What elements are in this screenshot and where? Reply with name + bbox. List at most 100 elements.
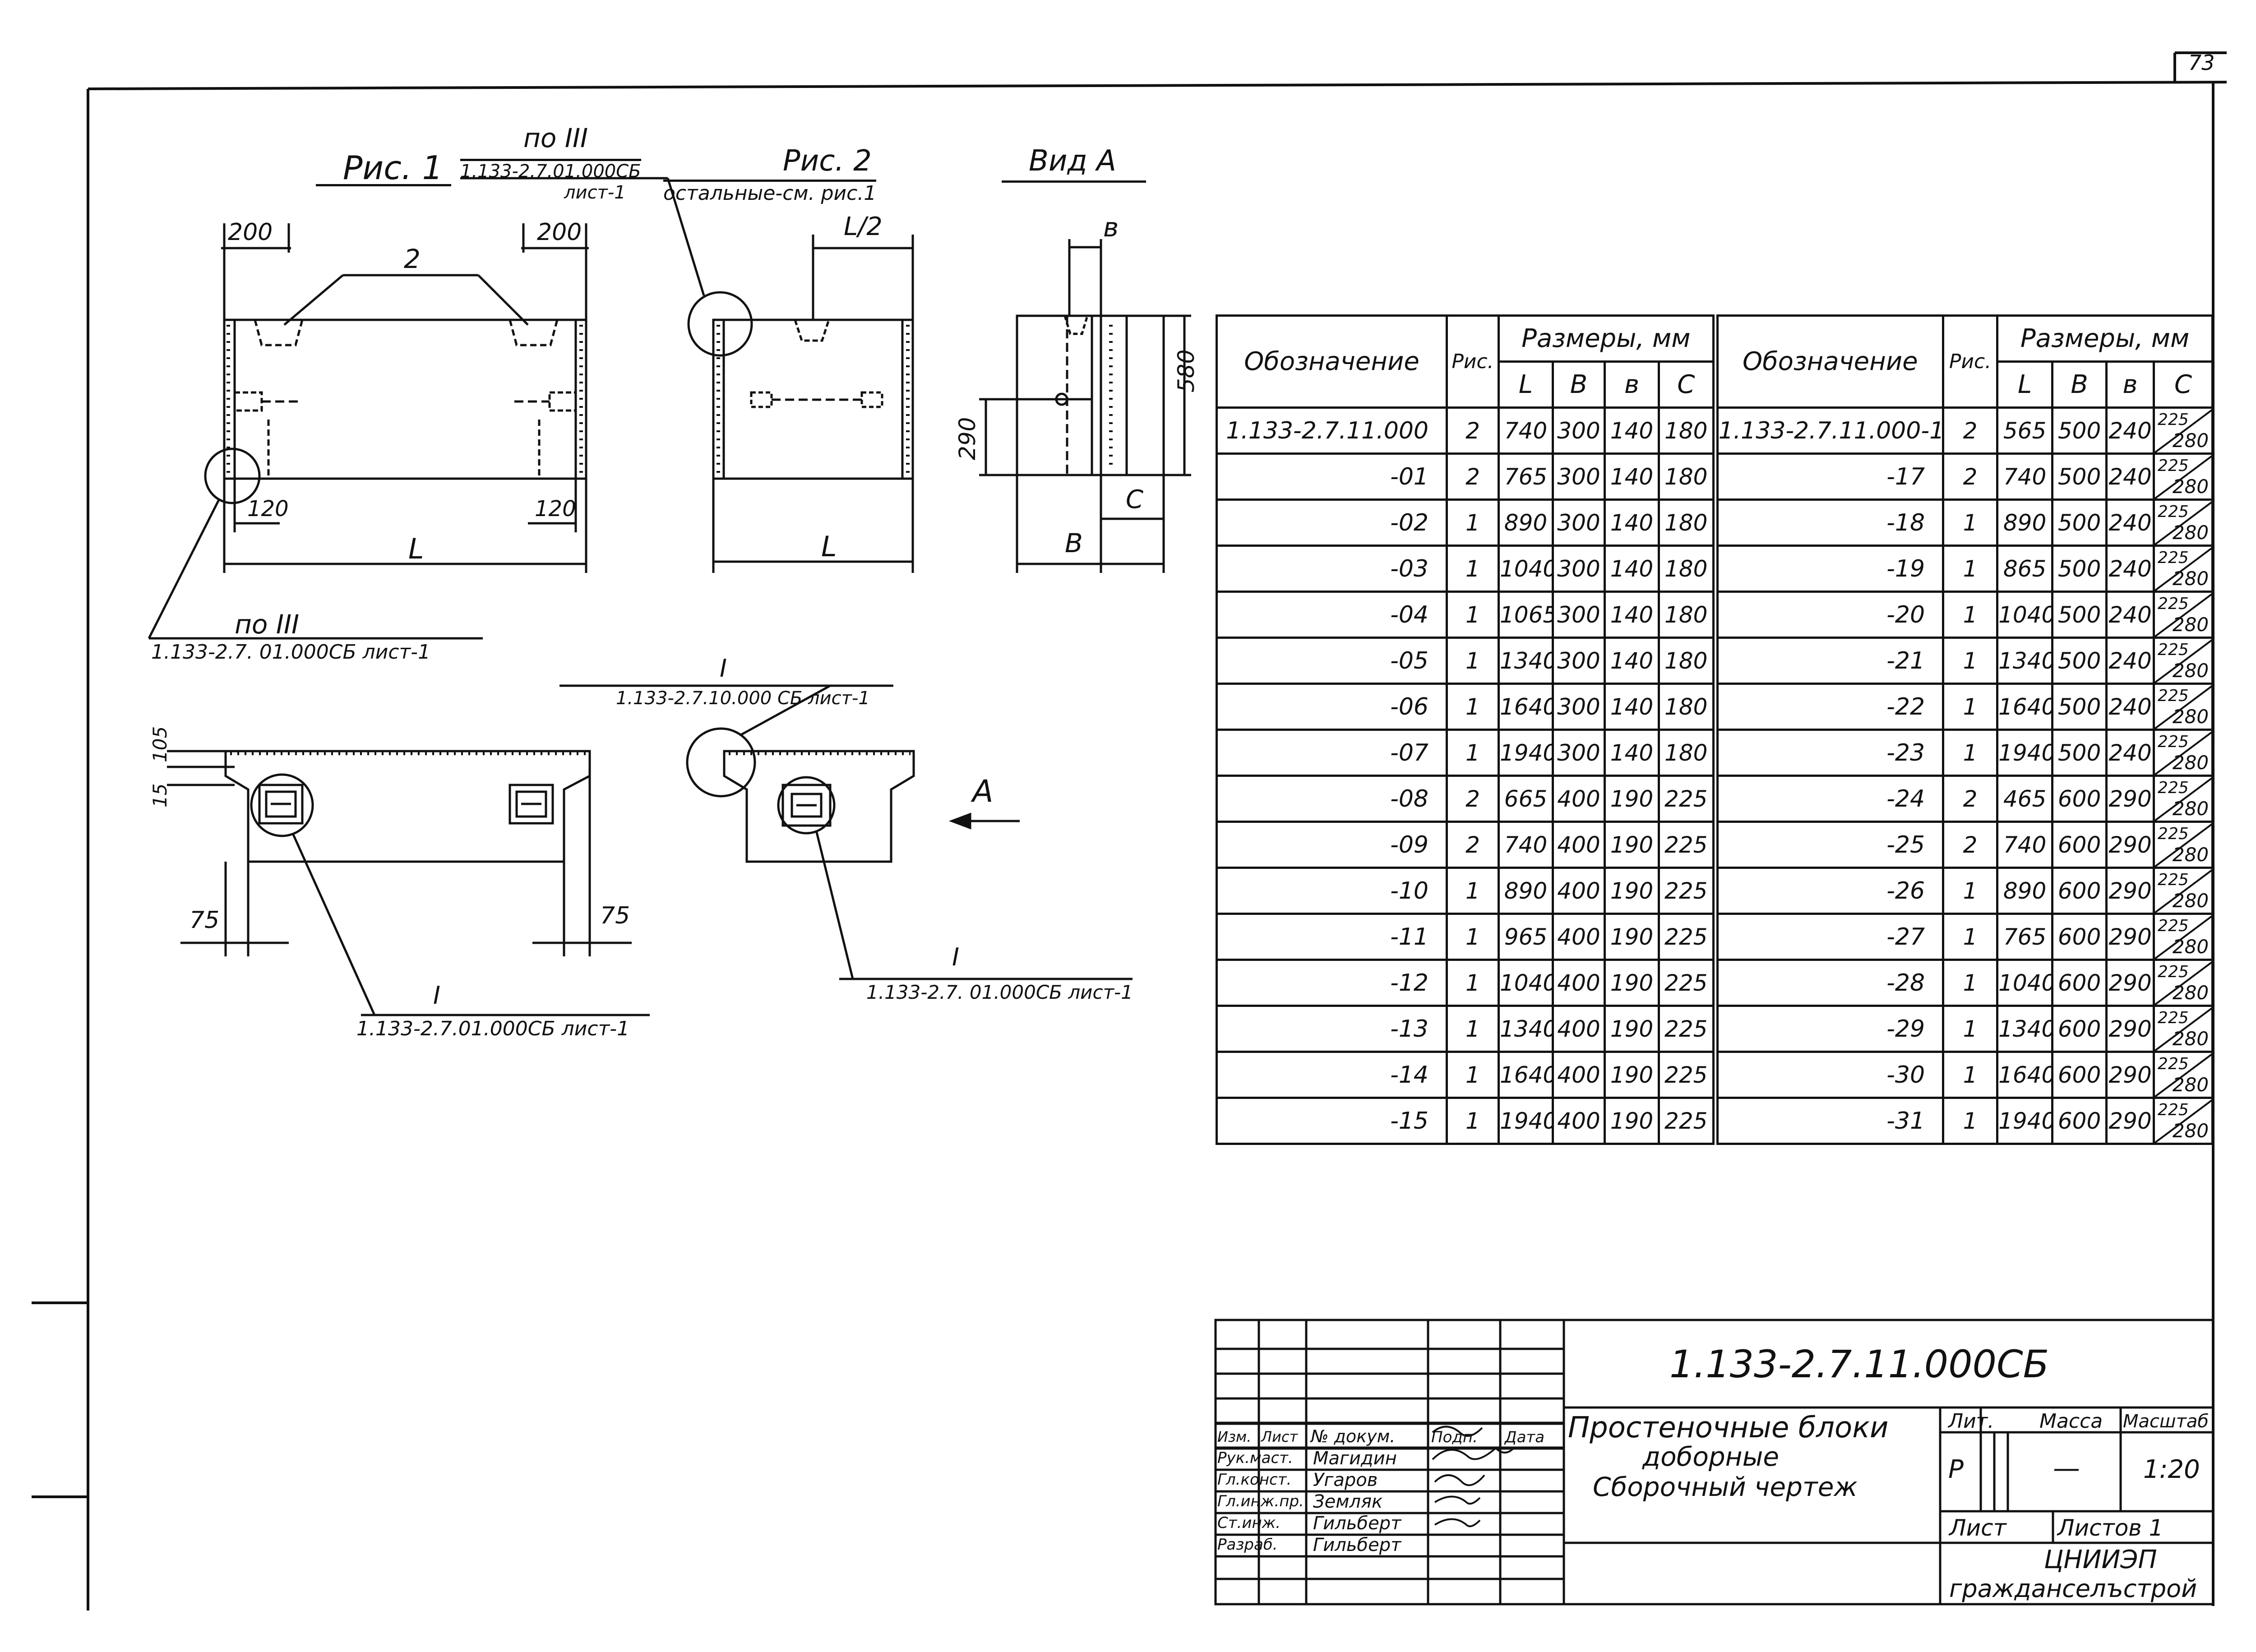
spec-cell-des: -10	[1216, 867, 1448, 915]
c-value-top: 225	[2158, 963, 2189, 981]
dim-75-right: 75	[600, 902, 630, 929]
spec-cell-b: 190	[1604, 959, 1660, 1007]
spec-cell-fig: 1	[1942, 591, 1999, 639]
spec-cell-fig: 2	[1446, 775, 1500, 823]
hdr-L-left: L	[1498, 360, 1554, 409]
spec-cell-b: 190	[1604, 821, 1660, 869]
c-value-bottom: 280	[2172, 982, 2209, 1004]
spec-cell-fig: 1	[1446, 1005, 1500, 1053]
spec-cell-fig: 1	[1446, 1051, 1500, 1099]
spec-cell-b: 290	[2105, 1097, 2155, 1145]
ref-top-doc: 1.133-2.7.01.000СБ	[460, 159, 641, 182]
hdr-sizes-right: Размеры, мм	[1996, 314, 2214, 363]
spec-cell-des: 1.133-2.7.11.000	[1216, 406, 1448, 455]
spec-cell-des: -28	[1712, 959, 1945, 1007]
c-value-top: 225	[2158, 825, 2189, 843]
tb-hdr-ndok: № докум.	[1311, 1426, 1396, 1446]
spec-cell-b: 190	[1604, 775, 1660, 823]
hdr-c-left: С	[1657, 360, 1717, 409]
spec-cell-B: 600	[2051, 775, 2108, 823]
spec-cell-B: 500	[2051, 498, 2108, 547]
fig2-plan-view	[559, 684, 1133, 980]
spec-cell-des: -04	[1216, 591, 1448, 639]
ref-bottom-right-doc: 1.133-2.7. 01.000СБ лист-1	[866, 981, 1133, 1003]
spec-cell-fig: 2	[1942, 821, 1999, 869]
spec-cell-des: -01	[1216, 452, 1448, 501]
spec-cell-B: 500	[2051, 452, 2108, 501]
spec-cell-B: 400	[1552, 1051, 1606, 1099]
spec-cell-des: -26	[1712, 867, 1945, 915]
spec-cell-b: 290	[2105, 1051, 2155, 1099]
c-value-bottom: 280	[2172, 614, 2209, 636]
spec-cell-b: 240	[2105, 498, 2155, 547]
spec-cell-b: 240	[2105, 406, 2155, 455]
spec-cell-b: 140	[1604, 591, 1660, 639]
spec-cell-b: 240	[2105, 545, 2155, 593]
spec-cell-c: 225	[1657, 1051, 1717, 1099]
c-value-bottom: 280	[2172, 521, 2209, 544]
spec-cell-b: 240	[2105, 591, 2155, 639]
ref-top-sheet: лист-1	[564, 182, 626, 203]
spec-cell-fig: 1	[1446, 545, 1500, 593]
hdr-fig-right: Рис.	[1942, 314, 1999, 409]
spec-cell-c: 225	[1657, 775, 1717, 823]
spec-cell-fig: 2	[1446, 821, 1500, 869]
spec-cell-L: 1340	[1996, 1005, 2054, 1053]
c-value-bottom: 280	[2172, 844, 2209, 866]
sheet-frame	[32, 51, 2227, 1610]
spec-cell-fig: 1	[1942, 545, 1999, 593]
dim-c: С	[1126, 485, 1144, 514]
spec-cell-fig: 1	[1446, 867, 1500, 915]
spec-cell-L: 890	[1996, 867, 2054, 915]
tb-signer-role: Ст.инж.	[1217, 1514, 1281, 1532]
c-value-bottom: 280	[2172, 1120, 2209, 1142]
hdr-L-right: L	[1996, 360, 2054, 409]
spec-cell-L: 1640	[1498, 1051, 1554, 1099]
dim-L-fig1: L	[408, 532, 424, 565]
spec-cell-des: -03	[1216, 545, 1448, 593]
tb-scale-label: Масштаб	[2123, 1411, 2209, 1432]
spec-cell-c: 180	[1657, 452, 1717, 501]
spec-cell-B: 500	[2051, 683, 2108, 731]
spec-cell-fig: 1	[1942, 1097, 1999, 1145]
c-value-bottom: 280	[2172, 429, 2209, 452]
spec-cell-b: 190	[1604, 1097, 1660, 1145]
spec-cell-c: 225	[1657, 867, 1717, 915]
spec-cell-b: 290	[2105, 1005, 2155, 1053]
spec-cell-fig: 2	[1942, 452, 1999, 501]
spec-cell-b: 240	[2105, 729, 2155, 777]
spec-cell-b: 290	[2105, 821, 2155, 869]
c-value-top: 225	[2158, 411, 2189, 429]
c-value-bottom: 280	[2172, 798, 2209, 820]
fig1-title-underline	[316, 184, 451, 186]
spec-cell-B: 400	[1552, 1005, 1606, 1053]
spec-cell-b: 290	[2105, 959, 2155, 1007]
spec-cell-des: -02	[1216, 498, 1448, 547]
spec-cell-B: 300	[1552, 591, 1606, 639]
c-value-top: 225	[2158, 871, 2189, 889]
tb-title-line1: Простеночные блоки	[1568, 1411, 1889, 1444]
fig2-title: Рис. 2	[783, 144, 872, 178]
spec-cell-c: 225	[1657, 1005, 1717, 1053]
spec-cell-L: 1040	[1498, 545, 1554, 593]
dim-L-fig2: L	[821, 530, 837, 563]
spec-cell-B: 600	[2051, 913, 2108, 961]
hdr-B-right: В	[2051, 360, 2108, 409]
c-value-bottom: 280	[2172, 936, 2209, 958]
spec-cell-c: 180	[1657, 683, 1717, 731]
tb-lit-value: Р	[1948, 1455, 1964, 1484]
fig1-plan-view	[167, 750, 650, 1016]
spec-cell-fig: 1	[1942, 1005, 1999, 1053]
spec-cell-b: 190	[1604, 1005, 1660, 1053]
